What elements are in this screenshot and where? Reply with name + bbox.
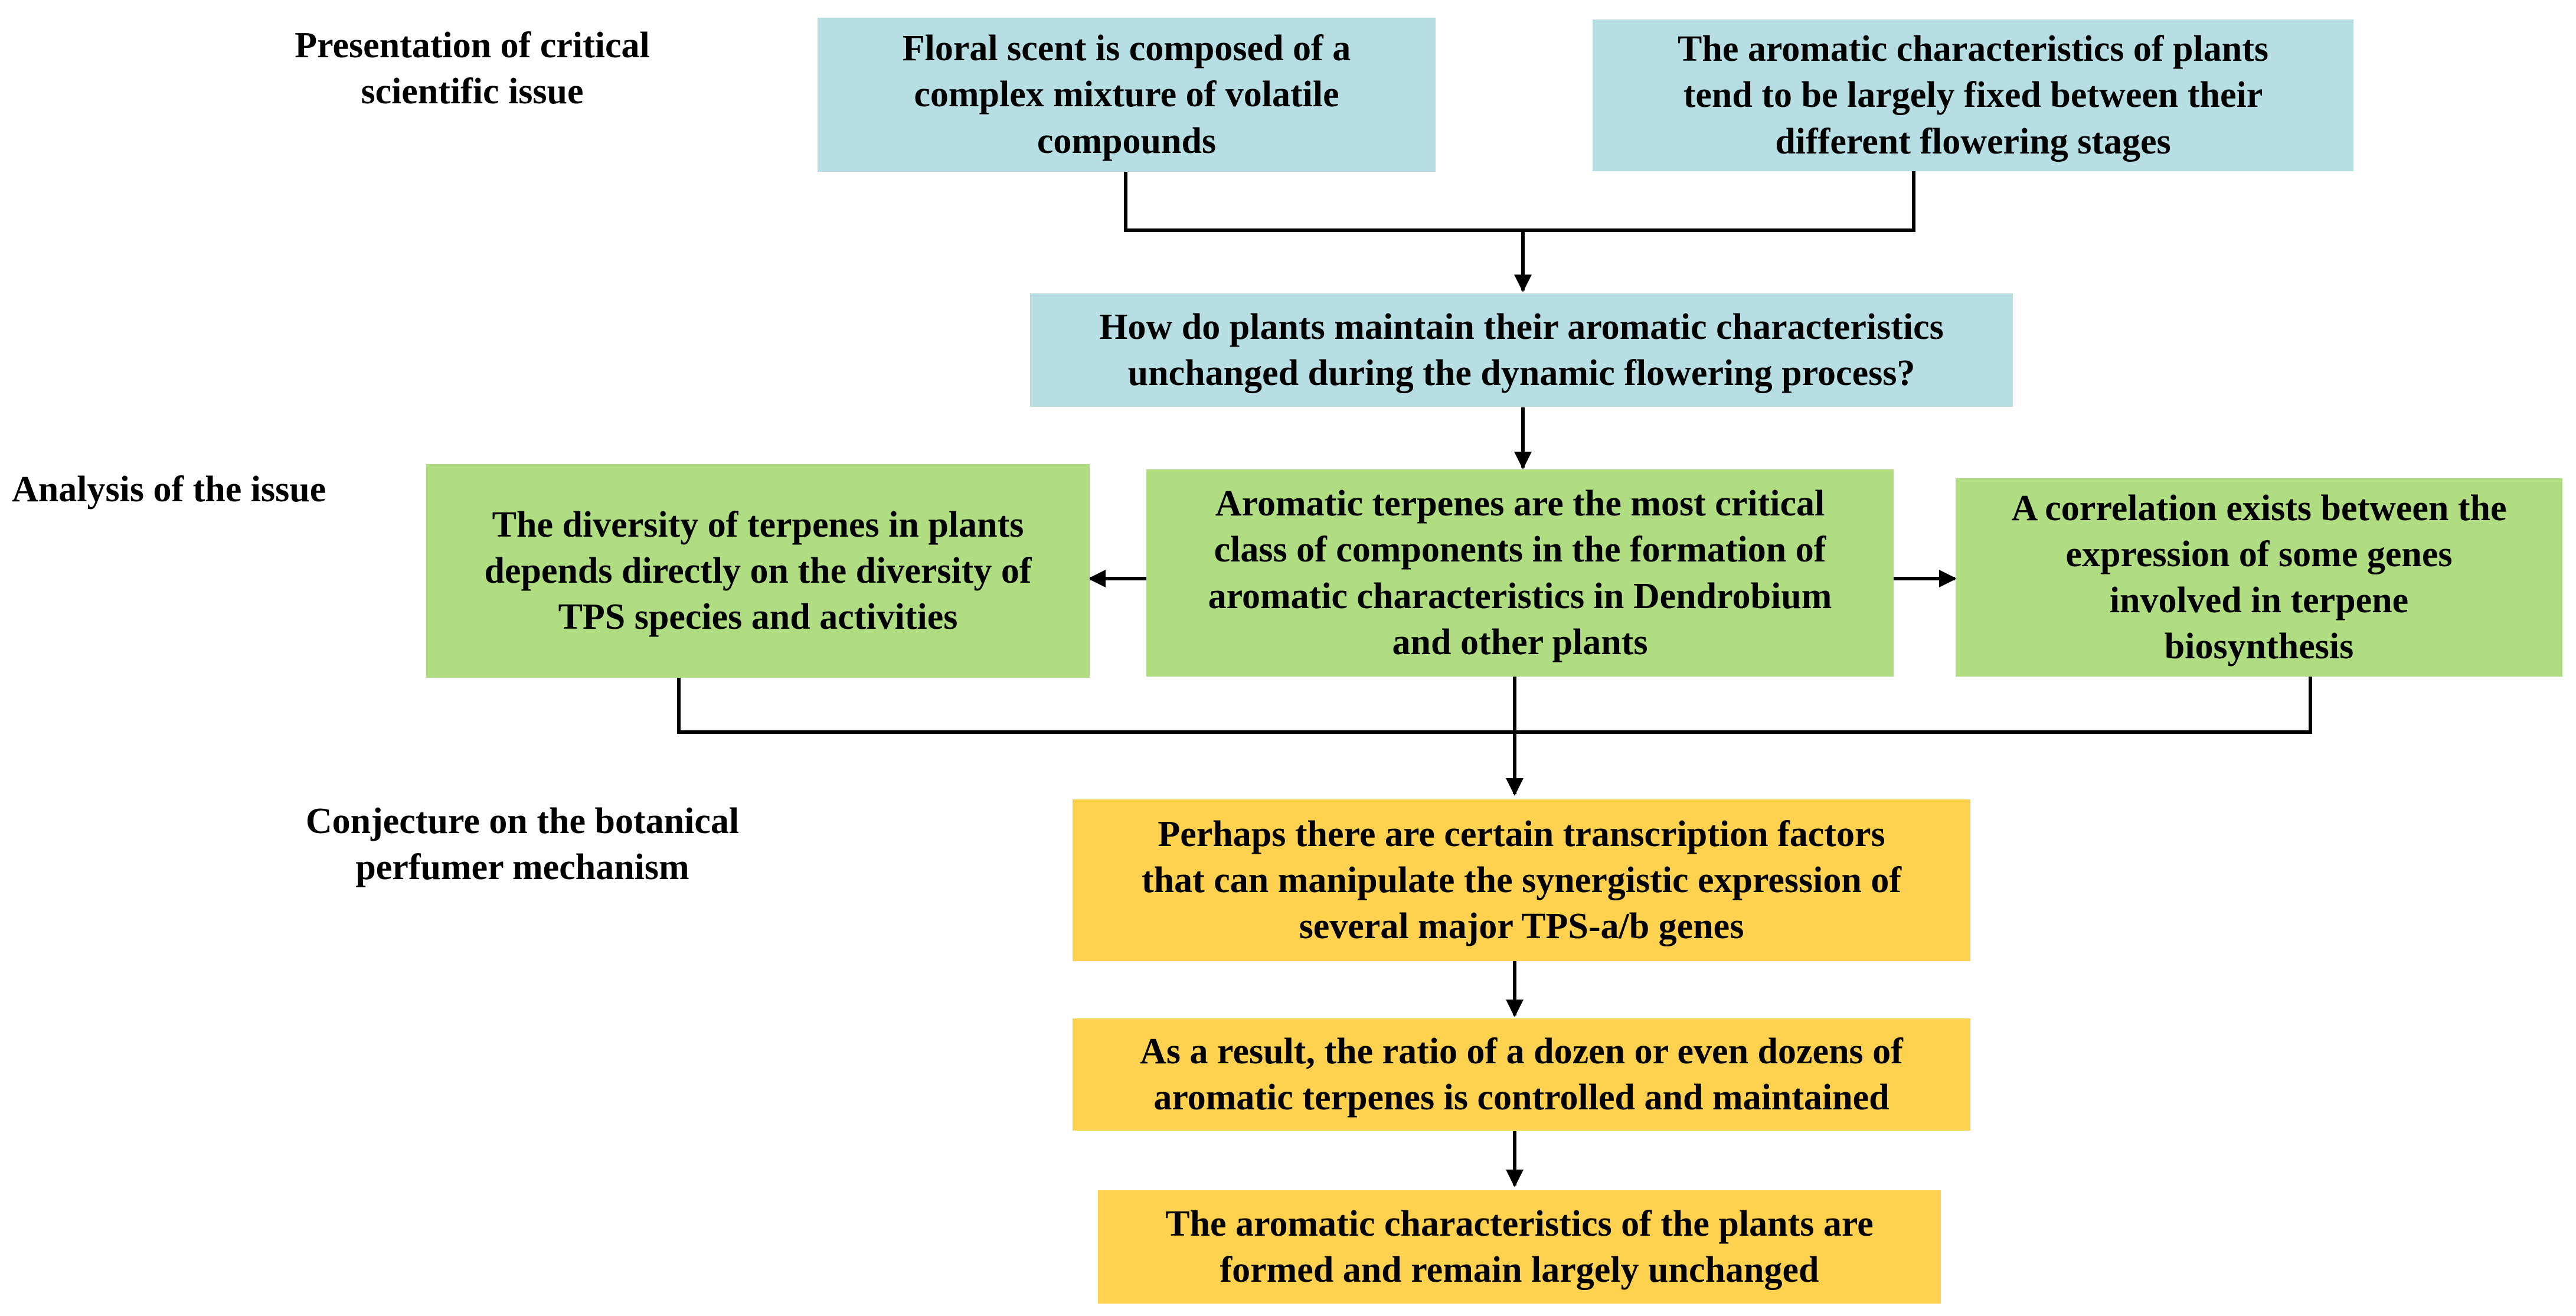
box-aromatic-fixed: The aromatic characteristics of plants t…	[1593, 19, 2353, 171]
box-result: The aromatic characteristics of the plan…	[1098, 1190, 1941, 1304]
box-transcription: Perhaps there are certain transcription …	[1073, 799, 1970, 961]
stage-label-conjecture: Conjecture on the botanical perfumer mec…	[305, 801, 740, 888]
merge-bracket-bottom	[677, 676, 2312, 734]
box-terpene-diversity: The diversity of terpenes in plants depe…	[426, 464, 1090, 678]
box-floral-scent: Floral scent is composed of a complex mi…	[818, 18, 1436, 172]
box-aromatic-terpenes: Aromatic terpenes are the most critical …	[1146, 469, 1894, 677]
stage-label-analysis: Analysis of the issue	[12, 469, 326, 510]
stage-label-presentation: Presentation of critical scientific issu…	[295, 25, 650, 112]
box-question: How do plants maintain their aromatic ch…	[1030, 293, 2013, 407]
box-ratio: As a result, the ratio of a dozen or eve…	[1073, 1018, 1970, 1131]
merge-bracket-top	[1124, 171, 1915, 232]
box-correlation: A correlation exists between the express…	[1956, 478, 2562, 677]
